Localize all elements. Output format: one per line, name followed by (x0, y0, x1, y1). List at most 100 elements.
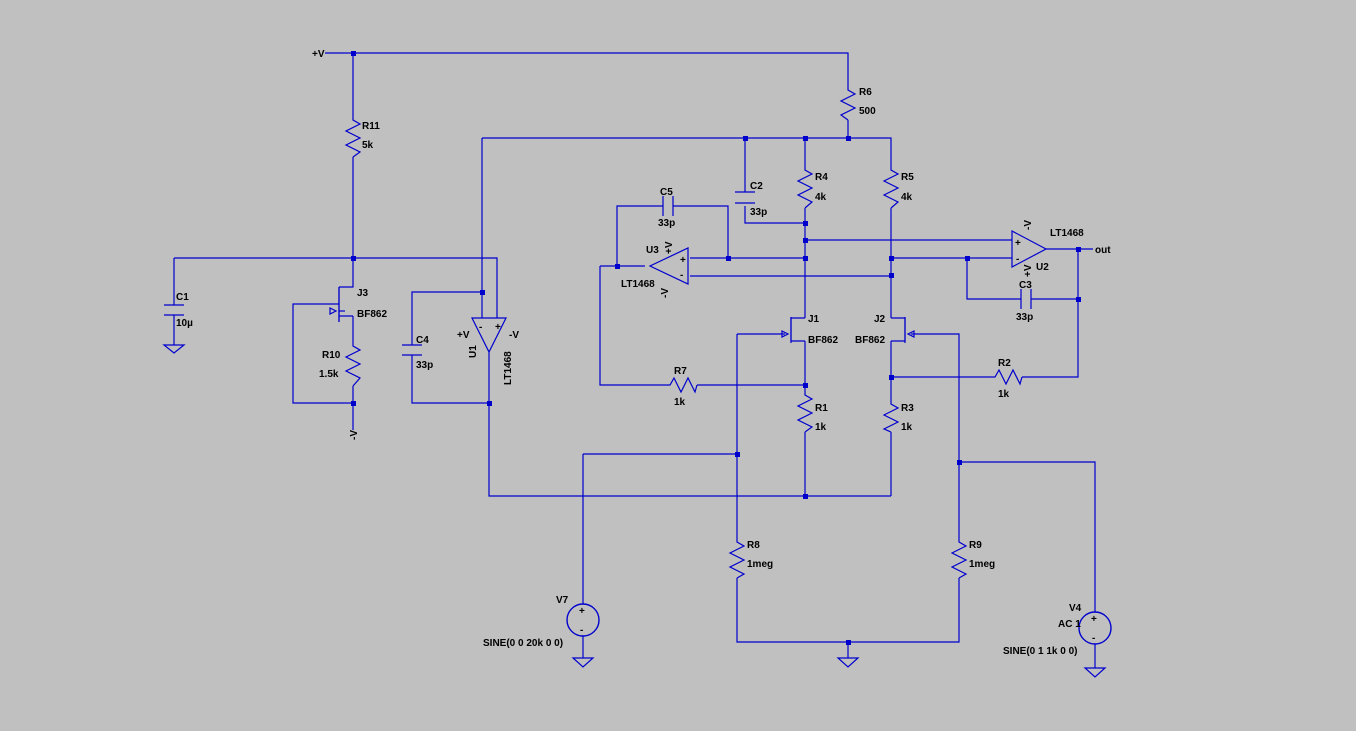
resistor-r6[interactable]: R6 500 (839, 85, 876, 121)
r9-value: 1meg (969, 559, 995, 570)
r2-ref: R2 (998, 358, 1011, 369)
u1-plus-pin: + (495, 322, 501, 333)
u2-plus-pin: + (1015, 238, 1021, 249)
resistor-r5[interactable]: R5 4k (882, 165, 914, 209)
wires (173, 52, 1096, 668)
c2-value: 33p (750, 207, 767, 218)
v4-ac: AC 1 (1058, 619, 1081, 630)
j1-ref: J1 (808, 314, 820, 325)
u2-minus-pin: - (1016, 254, 1019, 265)
j2-value: BF862 (855, 335, 885, 346)
u1-minus-pin: - (479, 322, 482, 333)
c3-ref: C3 (1019, 280, 1032, 291)
c5-value: 33p (658, 218, 675, 229)
v7-value: SINE(0 0 20k 0 0) (483, 638, 563, 649)
r6-value: 500 (859, 106, 876, 117)
ground-r8-r9 (836, 657, 860, 668)
resistor-r2[interactable]: R2 1k (990, 358, 1023, 400)
v4-ref: V4 (1069, 603, 1082, 614)
u3-plus-pin: - (680, 270, 683, 281)
r5-ref: R5 (901, 172, 914, 183)
j3-value: BF862 (357, 309, 387, 320)
ground-c1 (162, 344, 186, 354)
c1-ref: C1 (176, 292, 189, 303)
c2-ref: C2 (750, 181, 763, 192)
ground-v4 (1083, 667, 1107, 678)
resistor-r9[interactable]: R9 1meg (950, 535, 995, 579)
u2-ref: U2 (1036, 262, 1049, 273)
u3-value: LT1468 (621, 279, 655, 290)
u2-value: LT1468 (1050, 228, 1084, 239)
r2-value: 1k (998, 389, 1010, 400)
r11-ref: R11 (362, 121, 380, 132)
ground-symbols (162, 344, 1107, 678)
j2-ref: J2 (874, 314, 886, 325)
j3-ref: J3 (357, 288, 369, 299)
net-label-out: out (1095, 245, 1111, 256)
u1-supply-pos: +V (457, 330, 470, 341)
c4-ref: C4 (416, 335, 429, 346)
junctions (351, 51, 1081, 645)
r7-ref: R7 (674, 366, 687, 377)
capacitor-c1[interactable]: C1 10µ (164, 292, 193, 329)
c1-value: 10µ (176, 318, 193, 329)
u3-ref: U3 (646, 245, 659, 256)
opamp-u1[interactable]: - + +V -V U1 LT1468 (457, 317, 519, 385)
u1-supply-neg: -V (509, 330, 519, 341)
u1-value: LT1468 (503, 351, 514, 385)
r8-ref: R8 (747, 540, 760, 551)
u3-supply-pos: +V (664, 241, 675, 254)
opamp-u2[interactable]: + - -V +V LT1468 U2 (1011, 220, 1084, 277)
opamp-u3[interactable]: + - +V -V U3 LT1468 (621, 241, 689, 298)
v7-minus-pin: - (580, 625, 583, 636)
jfet-j3[interactable]: J3 BF862 (329, 280, 387, 322)
u3-minus-pin: + (680, 255, 686, 266)
resistor-r4[interactable]: R4 4k (796, 165, 828, 209)
v4-plus-pin: + (1091, 614, 1097, 625)
j1-value: BF862 (808, 335, 838, 346)
jfet-j2[interactable]: J2 BF862 (855, 314, 915, 346)
r8-value: 1meg (747, 559, 773, 570)
r1-ref: R1 (815, 403, 828, 414)
c5-ref: C5 (660, 187, 673, 198)
resistor-r7[interactable]: R7 1k (665, 366, 698, 408)
r4-ref: R4 (815, 172, 828, 183)
c3-value: 33p (1016, 312, 1033, 323)
u2-supply-neg: -V (1023, 220, 1034, 230)
r5-value: 4k (901, 192, 913, 203)
r7-value: 1k (674, 397, 686, 408)
c4-value: 33p (416, 360, 433, 371)
resistor-r1[interactable]: R1 1k (796, 388, 828, 433)
u2-supply-pos: +V (1023, 264, 1034, 277)
v4-value: SINE(0 1 1k 0 0) (1003, 646, 1077, 657)
u1-ref: U1 (468, 345, 479, 358)
resistor-r10[interactable]: R10 1.5k (319, 340, 362, 387)
resistor-r8[interactable]: R8 1meg (728, 535, 773, 579)
capacitor-c2[interactable]: C2 33p (735, 181, 767, 218)
voltage-source-v7[interactable]: + - V7 SINE(0 0 20k 0 0) (483, 595, 600, 649)
ground-v7 (571, 657, 595, 668)
r4-value: 4k (815, 192, 827, 203)
r1-value: 1k (815, 422, 827, 433)
r10-ref: R10 (322, 350, 341, 361)
resistor-r11[interactable]: R11 5k (344, 112, 380, 158)
v7-ref: V7 (556, 595, 569, 606)
u3-supply-neg: -V (660, 288, 671, 298)
jfet-j1[interactable]: J1 BF862 (781, 314, 838, 346)
net-label-minus-v: -V (349, 430, 360, 440)
v7-plus-pin: + (579, 606, 585, 617)
capacitor-c5[interactable]: C5 33p (658, 187, 675, 229)
v4-minus-pin: - (1092, 633, 1095, 644)
r3-ref: R3 (901, 403, 914, 414)
r6-ref: R6 (859, 87, 872, 98)
r9-ref: R9 (969, 540, 982, 551)
r10-value: 1.5k (319, 369, 339, 380)
resistor-r3[interactable]: R3 1k (882, 400, 914, 433)
capacitor-c4[interactable]: C4 33p (402, 335, 433, 371)
supply-label: +V (312, 49, 325, 60)
r11-value: 5k (362, 140, 374, 151)
voltage-source-v4[interactable]: + - V4 AC 1 SINE(0 1 1k 0 0) (1003, 603, 1112, 657)
r3-value: 1k (901, 422, 913, 433)
capacitor-c3[interactable]: C3 33p (1016, 280, 1033, 323)
